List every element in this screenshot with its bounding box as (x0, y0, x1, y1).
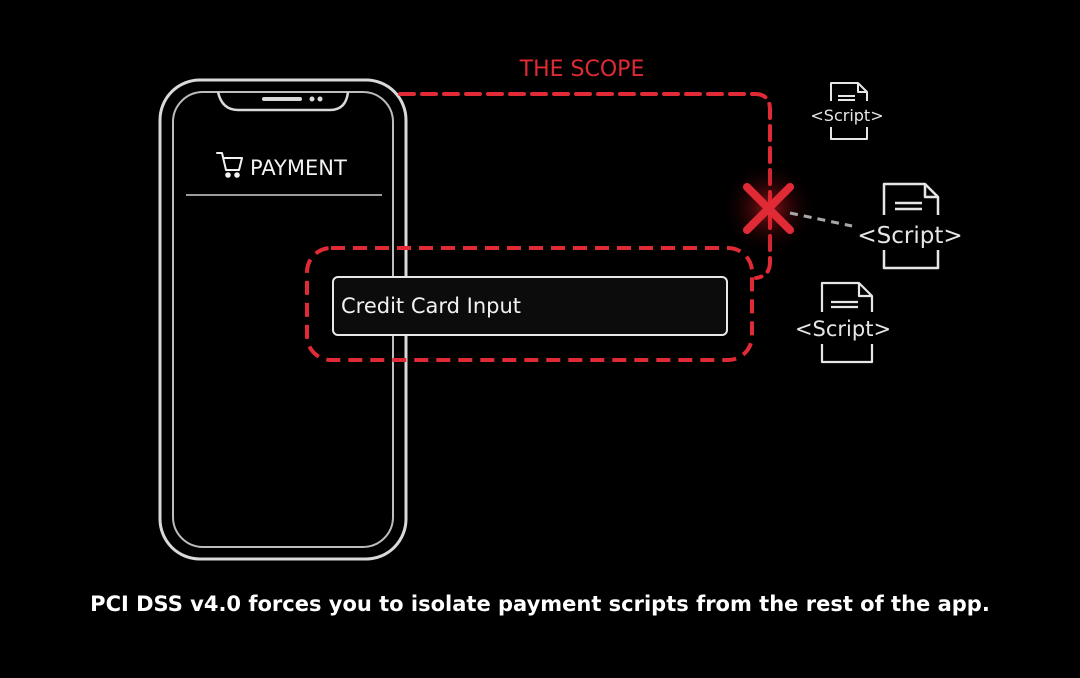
scope-boundary-line (398, 92, 772, 280)
document-icon (882, 182, 940, 270)
phone-speaker (262, 97, 302, 101)
script-document-middle: <Script> (857, 182, 963, 270)
phone-camera (309, 96, 315, 102)
phone-sensor (317, 96, 323, 102)
credit-card-input[interactable] (332, 276, 728, 336)
script-label-middle: <Script> (857, 223, 962, 249)
blocked-x-icon (743, 183, 794, 234)
smartphone: PAYMENT (158, 78, 408, 561)
blocked-script-connector (789, 211, 853, 228)
scope-input-boundary (305, 246, 754, 362)
credit-card-input-label: Credit Card Input (341, 294, 521, 318)
script-label-bottom: <Script> (795, 317, 891, 341)
shopping-cart-icon (216, 152, 243, 178)
payment-header-label: PAYMENT (250, 156, 347, 180)
phone-notch (216, 91, 350, 112)
script-document-bottom: <Script> (795, 281, 891, 364)
script-document-top: <Script> (810, 82, 884, 140)
document-icon (830, 82, 868, 140)
script-label-top: <Script> (810, 106, 883, 125)
scope-title: THE SCOPE (519, 57, 645, 82)
caption: PCI DSS v4.0 forces you to isolate payme… (90, 592, 990, 616)
document-icon (820, 281, 874, 364)
